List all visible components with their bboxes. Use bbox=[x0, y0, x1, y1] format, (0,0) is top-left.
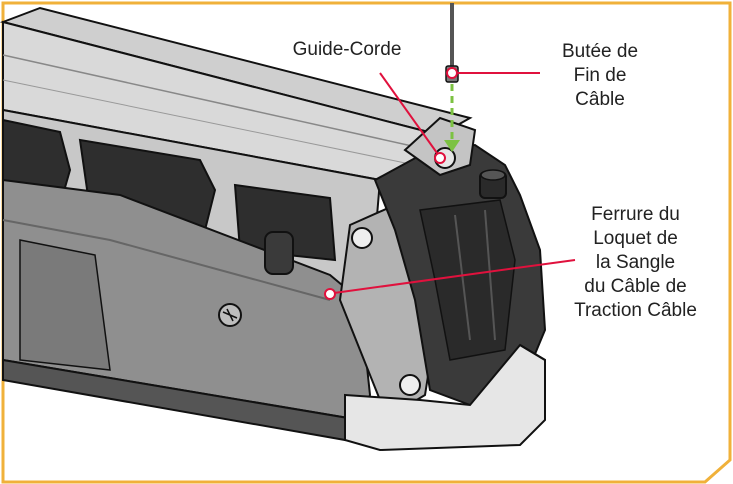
callout-ferrure bbox=[324, 259, 576, 300]
window-3 bbox=[233, 183, 337, 262]
label-guide-corde: Guide-Corde bbox=[292, 39, 402, 60]
side-panel-recess bbox=[19, 239, 111, 371]
rope-guide bbox=[403, 116, 477, 177]
label-ferrure: Ferrure du Loquet de la Sangle du Câble … bbox=[574, 204, 697, 321]
callout-guide-corde bbox=[379, 72, 446, 164]
callout-butee bbox=[446, 67, 540, 79]
label-butee: Butée de Fin de Câble bbox=[561, 41, 639, 110]
